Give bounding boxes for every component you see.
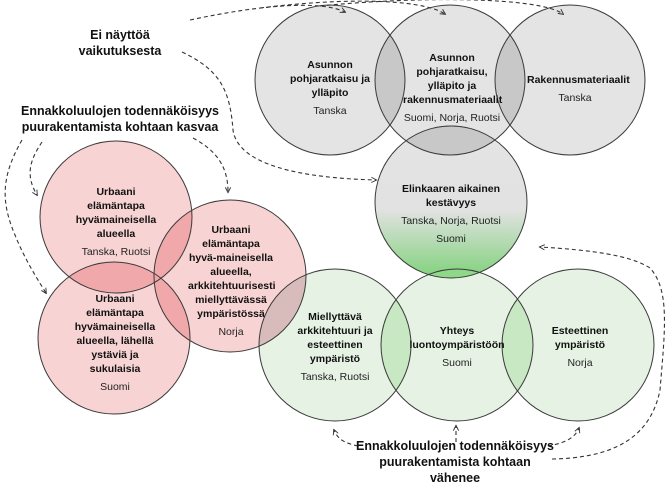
green-circle-3-title: Esteettinen ympäristö xyxy=(551,325,609,351)
grey-circle-3 xyxy=(495,5,645,155)
arrow-to-green-3 xyxy=(547,428,579,447)
arrow-to-pink-1 xyxy=(29,141,43,195)
heading-prejudice-increases-line2: puurakentamista kohtaan kasvaa xyxy=(21,120,219,134)
green-circle-2 xyxy=(381,269,533,421)
center-circle xyxy=(375,126,527,278)
arrow-to-center xyxy=(181,51,376,180)
grey-circle-2 xyxy=(375,5,525,155)
arrow-to-pink-2 xyxy=(192,137,228,192)
grey-circle-1-label: Asunnon pohjaratkaisu ja ylläpito Tanska xyxy=(285,58,375,118)
dashed-arrows xyxy=(4,0,665,460)
green-circle-3 xyxy=(502,269,654,421)
pink-circle-1 xyxy=(40,141,192,293)
heading-prejudice-decreases-line1: Ennakkoluulojen todennäköisyys xyxy=(356,439,554,453)
center-circle-group xyxy=(375,126,527,278)
pink-circle-group xyxy=(38,141,306,414)
heading-no-evidence: Ei näyttöä vaikutuksesta xyxy=(78,28,162,58)
center-circle-countries-grey: Tanska, Norja, Ruotsi xyxy=(401,215,501,227)
grey-circle-1-title: Asunnon pohjaratkaisu ja ylläpito xyxy=(290,59,370,99)
green-circle-1-label: Miellyttävä arkkitehtuuri ja esteettinen… xyxy=(295,310,375,384)
center-circle-countries-green: Suomi xyxy=(436,233,466,245)
heading-prejudice-increases-line1: Ennakkoluulojen todennäköisyys xyxy=(21,104,219,118)
grey-circle-2-label: Asunnon pohjaratkaisu, ylläpito ja raken… xyxy=(403,51,503,125)
circle-outlines xyxy=(37,4,655,422)
green-circle-3-countries: Norja xyxy=(567,357,593,369)
pink-circle-2-countries: Norja xyxy=(218,326,244,338)
grey-circle-3-countries: Tanska xyxy=(558,92,592,104)
green-circle-1-countries: Tanska, Ruotsi xyxy=(300,371,370,383)
pink-circle-3-title: Urbaani elämäntapa hyvämaineisella aluee… xyxy=(74,293,156,375)
arrow-to-pink-3 xyxy=(4,139,46,293)
arrow-to-grey-1 xyxy=(189,4,345,21)
grey-circle-1 xyxy=(255,5,405,155)
pink-circle-3 xyxy=(38,262,190,414)
center-circle-label: Elinkaaren aikainen kestävyys Tanska, No… xyxy=(396,182,506,246)
pink-circle-1-label: Urbaani elämäntapa hyvämaineisella aluee… xyxy=(68,185,164,259)
pink-circle-1-title: Urbaani elämäntapa hyvämaineisella aluee… xyxy=(75,186,157,240)
arrow-to-grey-3 xyxy=(319,0,563,14)
pink-green-overlap xyxy=(259,269,306,352)
grey-circle-2-title: Asunnon pohjaratkaisu, ylläpito ja raken… xyxy=(403,52,503,106)
pink-circle-1-countries: Tanska, Ruotsi xyxy=(81,246,151,258)
green-circle-2-countries: Suomi xyxy=(442,357,472,369)
arrow-to-green-1 xyxy=(334,430,359,447)
grey-circle-group xyxy=(255,5,645,155)
green-circle-3-label: Esteettinen ympäristö Norja xyxy=(540,324,620,370)
grey-circle-3-title: Rakennusmateriaalit xyxy=(527,74,630,86)
arrow-to-grey-2 xyxy=(259,0,445,14)
center-circle-title: Elinkaaren aikainen kestävyys xyxy=(401,183,501,209)
pink-circle-3-label: Urbaani elämäntapa hyvämaineisella aluee… xyxy=(72,292,158,394)
pink-circle-2-title: Urbaani elämäntapa hyvä-maineisella alue… xyxy=(188,224,276,320)
grey-circle-3-label: Rakennusmateriaalit Tanska xyxy=(527,73,630,105)
pink-circle-3-countries: Suomi xyxy=(100,381,130,393)
green-circle-1-title: Miellyttävä arkkitehtuuri ja esteettinen… xyxy=(297,311,373,365)
arrow-to-center-from-bottom xyxy=(540,247,665,460)
grey-circle-2-countries: Suomi, Norja, Ruotsi xyxy=(403,112,501,124)
grey-circle-1-countries: Tanska xyxy=(313,105,347,117)
green-circle-2-label: Yhteys luontoympäristöön Suomi xyxy=(408,324,506,370)
heading-prejudice-increases: Ennakkoluulojen todennäköisyys puurakent… xyxy=(20,103,220,135)
pink-circle-2-label: Urbaani elämäntapa hyvä-maineisella alue… xyxy=(188,223,276,339)
green-circle-2-title: Yhteys luontoympäristöön xyxy=(409,325,505,351)
heading-prejudice-decreases-line2: puurakentamista kohtaan vähenee xyxy=(379,455,531,485)
